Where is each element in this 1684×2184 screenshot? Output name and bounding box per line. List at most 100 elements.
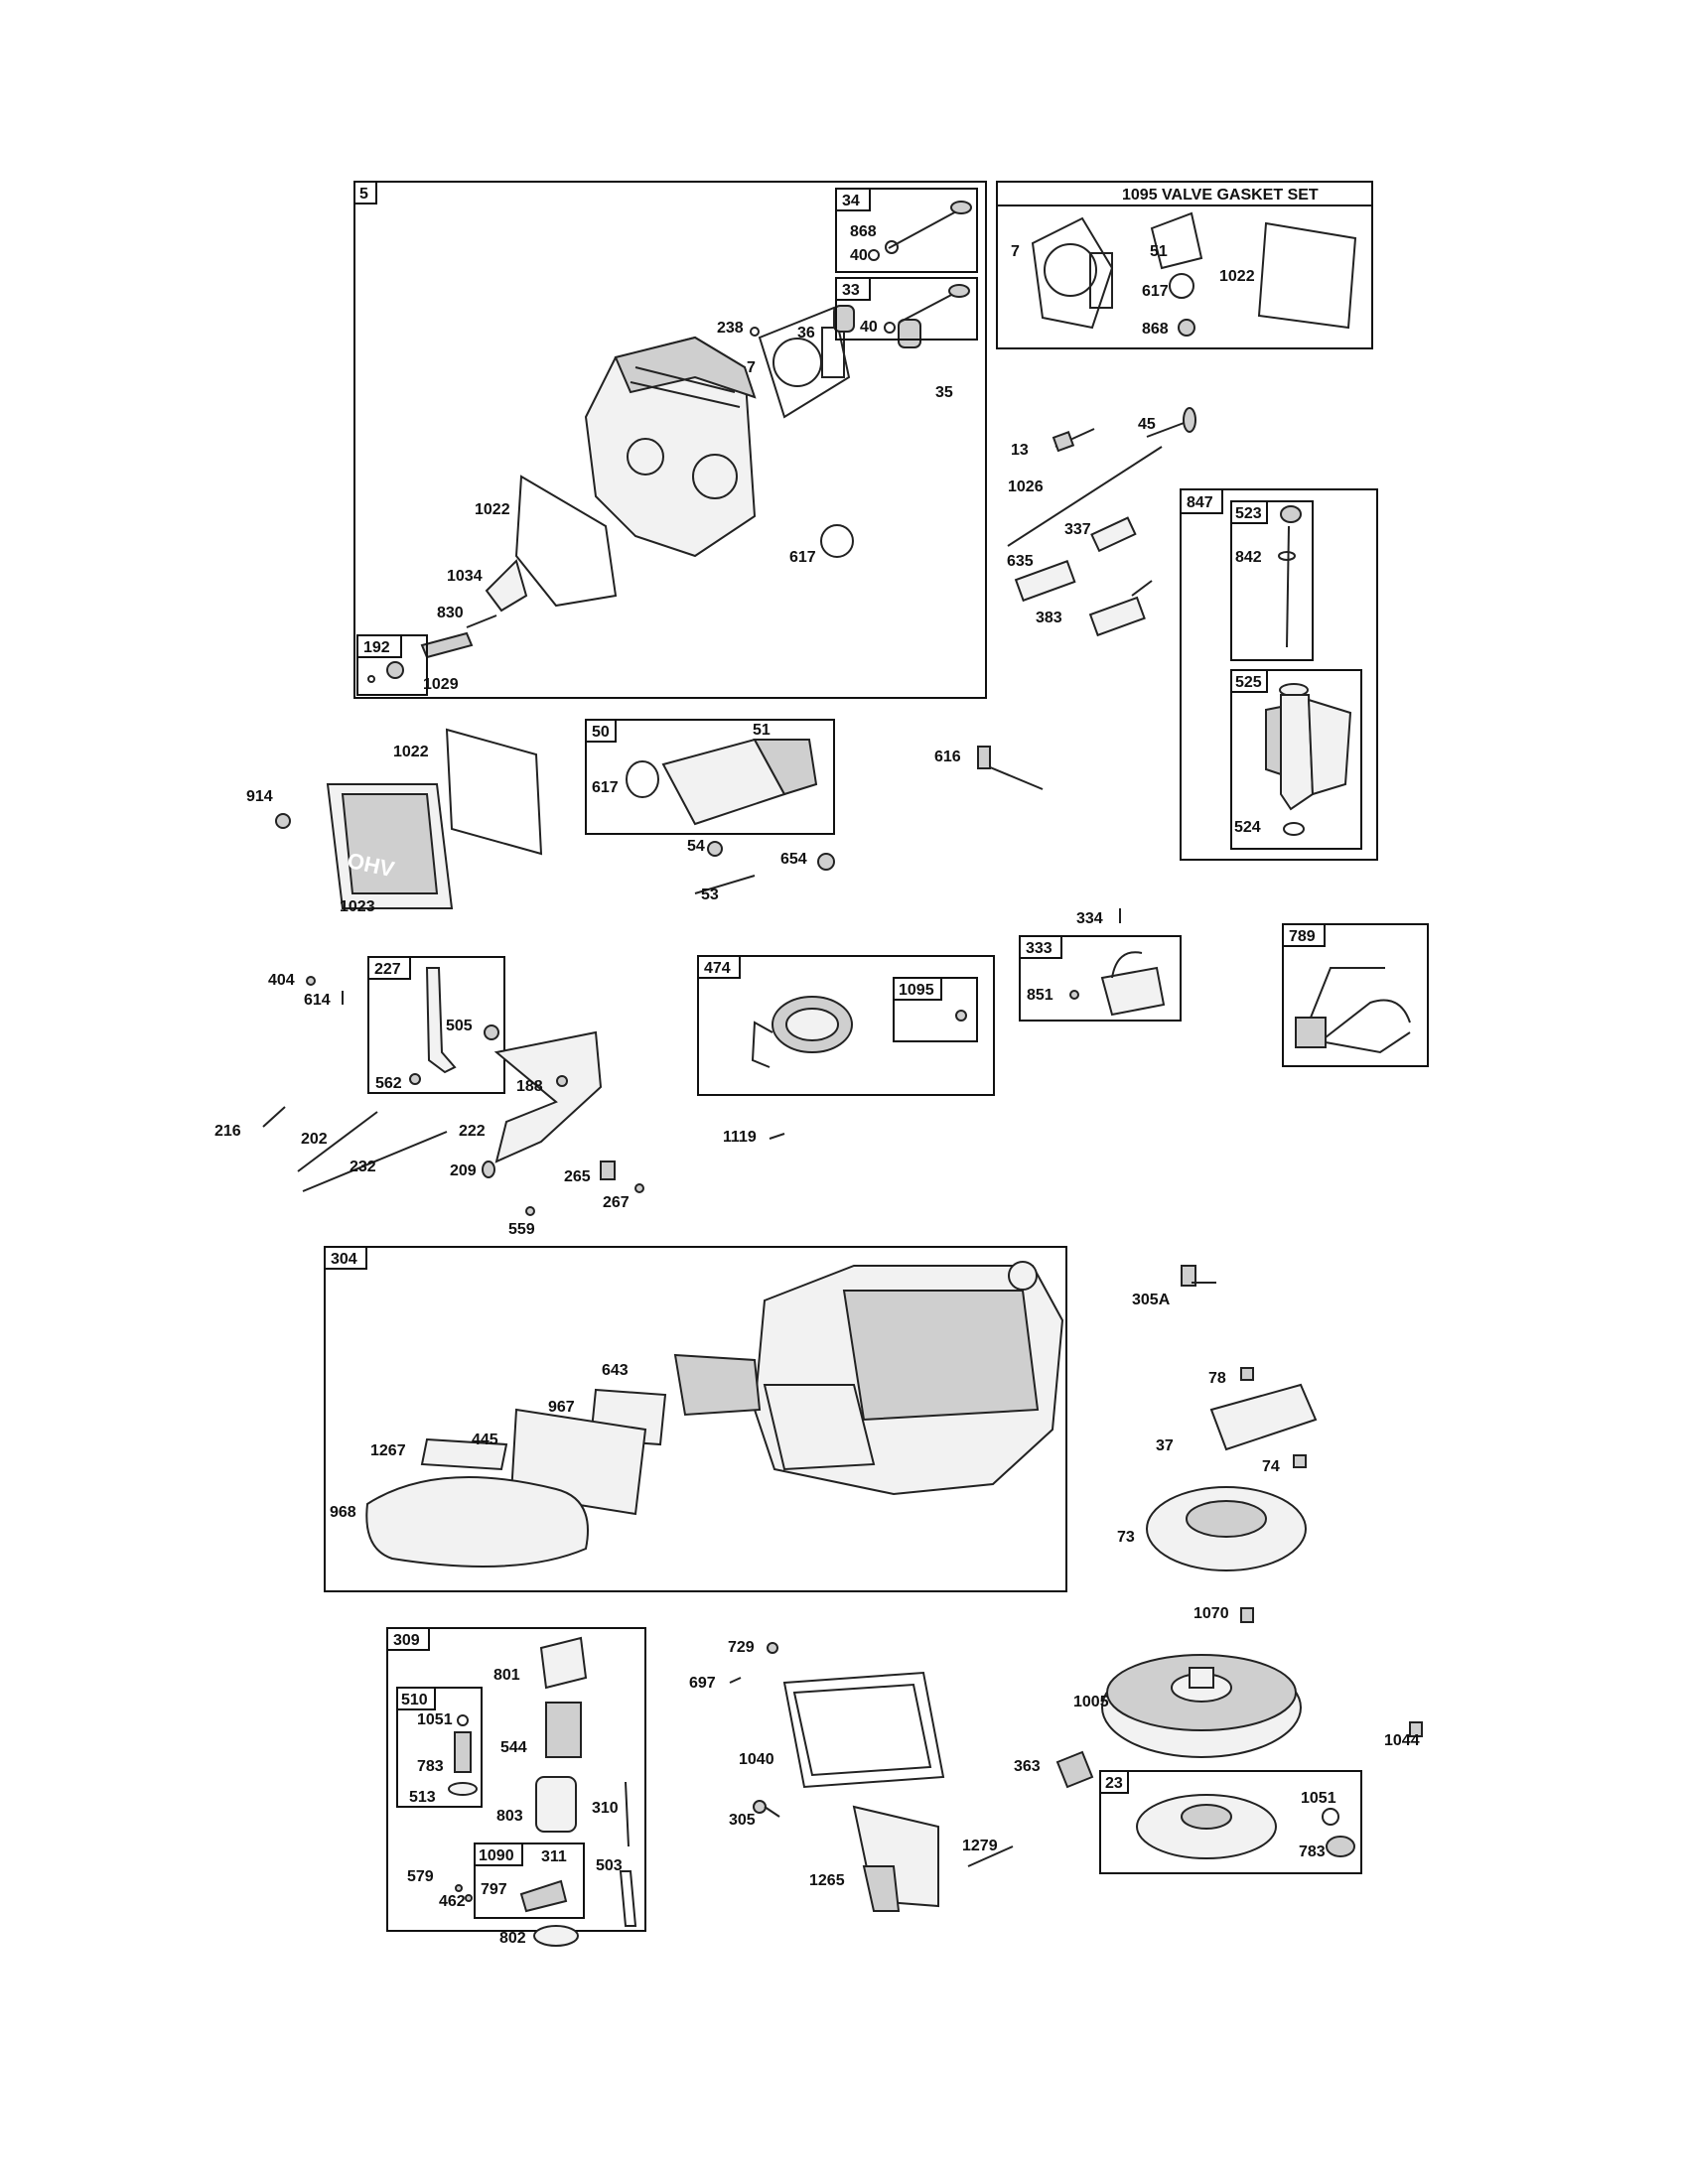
baffles-and-screws [729, 1642, 1014, 1912]
part-label: 1029 [423, 676, 459, 693]
part-label: 617 [592, 779, 619, 796]
part-label: 1023 [340, 898, 375, 915]
part-label: 363 [1014, 1758, 1041, 1775]
group-309-tag: 309 [393, 1632, 420, 1649]
group-789-wiring: 789 [1282, 923, 1429, 1067]
group-5-tag: 5 [359, 186, 368, 203]
part-label: 803 [496, 1808, 523, 1825]
group-23-tag: 23 [1105, 1775, 1123, 1792]
part-label: 579 [407, 1868, 434, 1885]
group-33-tag: 33 [842, 282, 860, 299]
group-227-governor: 227 [306, 956, 505, 1094]
part-label: 729 [728, 1639, 755, 1656]
part-label: 404 [268, 972, 295, 989]
group-304-blower-housing: 304 [324, 1246, 1067, 1592]
part-label: 40 [860, 319, 878, 336]
part-label: 53 [701, 887, 719, 903]
group-474-alternator: 474 1095 [697, 955, 995, 1096]
part-label: 830 [437, 605, 464, 621]
part-label: 310 [592, 1800, 619, 1817]
part-label: 209 [450, 1162, 477, 1179]
part-label: 202 [301, 1131, 328, 1148]
part-label: 801 [493, 1667, 520, 1684]
loose-parts-upper [977, 407, 1196, 790]
group-1090-tag: 1090 [479, 1847, 514, 1864]
part-label: 267 [603, 1194, 630, 1211]
part-label: 51 [1150, 243, 1168, 260]
part-label: 45 [1138, 416, 1156, 433]
part-label: 188 [516, 1078, 543, 1095]
part-label: 643 [602, 1362, 629, 1379]
part-label: 216 [214, 1123, 241, 1140]
part-label: 1265 [809, 1872, 845, 1889]
part-label: 868 [850, 223, 877, 240]
part-label: 562 [375, 1075, 402, 1092]
part-label: 222 [459, 1123, 486, 1140]
group-50-intake: 50 [585, 719, 835, 894]
group-333-tag: 333 [1026, 940, 1052, 957]
group-5-cylinder-head: 5 34 33 [353, 181, 987, 699]
part-labels: 868 40 40 238 36 7 35 1022 1034 830 617 … [214, 223, 1420, 1947]
part-label: 305 [729, 1812, 756, 1829]
part-label: 1279 [962, 1838, 998, 1854]
part-label: 445 [472, 1432, 498, 1448]
part-label: 54 [687, 838, 705, 855]
group-847-dipstick: 847 523 525 [1180, 488, 1378, 861]
part-label: 51 [753, 722, 771, 739]
part-label: 513 [409, 1789, 436, 1806]
group-34-tag: 34 [842, 193, 860, 209]
part-label: 73 [1117, 1529, 1135, 1546]
part-label: 1051 [1301, 1790, 1336, 1807]
part-label: 337 [1064, 521, 1091, 538]
part-label: 462 [439, 1893, 466, 1910]
part-label: 78 [1208, 1370, 1226, 1387]
part-label: 544 [500, 1739, 527, 1756]
group-309-starter: 309 510 1090 [386, 1627, 646, 1947]
part-label: 505 [446, 1018, 473, 1034]
part-label: 842 [1235, 549, 1262, 566]
part-label: 1022 [393, 744, 429, 760]
valve-cover: OHV [275, 728, 543, 909]
part-label: 35 [935, 384, 953, 401]
governor-bracket [262, 1030, 785, 1216]
part-label: 40 [850, 247, 868, 264]
group-1095-tag: 1095 [899, 982, 934, 999]
part-label: 1267 [370, 1442, 406, 1459]
part-label: 868 [1142, 321, 1169, 338]
part-label: 783 [417, 1758, 444, 1775]
part-label: 797 [481, 1881, 507, 1898]
part-label: 305A [1132, 1292, 1171, 1308]
group-474-tag: 474 [704, 960, 731, 977]
part-label: 617 [1142, 283, 1169, 300]
part-label: 13 [1011, 442, 1029, 459]
part-label: 311 [541, 1848, 567, 1865]
flywheel-fan [1055, 1607, 1423, 1789]
part-label: 1022 [1219, 268, 1255, 285]
part-label: 1040 [739, 1751, 774, 1768]
part-label: 265 [564, 1168, 591, 1185]
group-1095-set-title: 1095 VALVE GASKET SET [1122, 187, 1319, 204]
part-label: 802 [499, 1930, 526, 1947]
part-label: 1026 [1008, 478, 1044, 495]
group-1095-valve-gasket-set: 1095 VALVE GASKET SET [996, 181, 1373, 349]
part-label: 617 [789, 549, 816, 566]
part-label: 1005 [1073, 1694, 1109, 1710]
part-label: 914 [246, 788, 273, 805]
group-304-tag: 304 [331, 1251, 357, 1268]
part-label: 37 [1156, 1437, 1174, 1454]
part-label: 503 [596, 1857, 623, 1874]
part-label: 851 [1027, 987, 1053, 1004]
part-label: 7 [747, 359, 756, 376]
part-label: 1044 [1384, 1732, 1420, 1749]
group-333-ignition: 333 [1019, 908, 1182, 1022]
part-label: 614 [304, 992, 331, 1009]
group-847-tag: 847 [1187, 494, 1213, 511]
part-label: 616 [934, 749, 961, 765]
group-192-tag: 192 [363, 639, 390, 656]
part-label: 7 [1011, 243, 1020, 260]
part-label: 697 [689, 1675, 716, 1692]
group-789-tag: 789 [1289, 928, 1316, 945]
part-label: 967 [548, 1399, 575, 1416]
part-label: 1119 [723, 1129, 757, 1146]
